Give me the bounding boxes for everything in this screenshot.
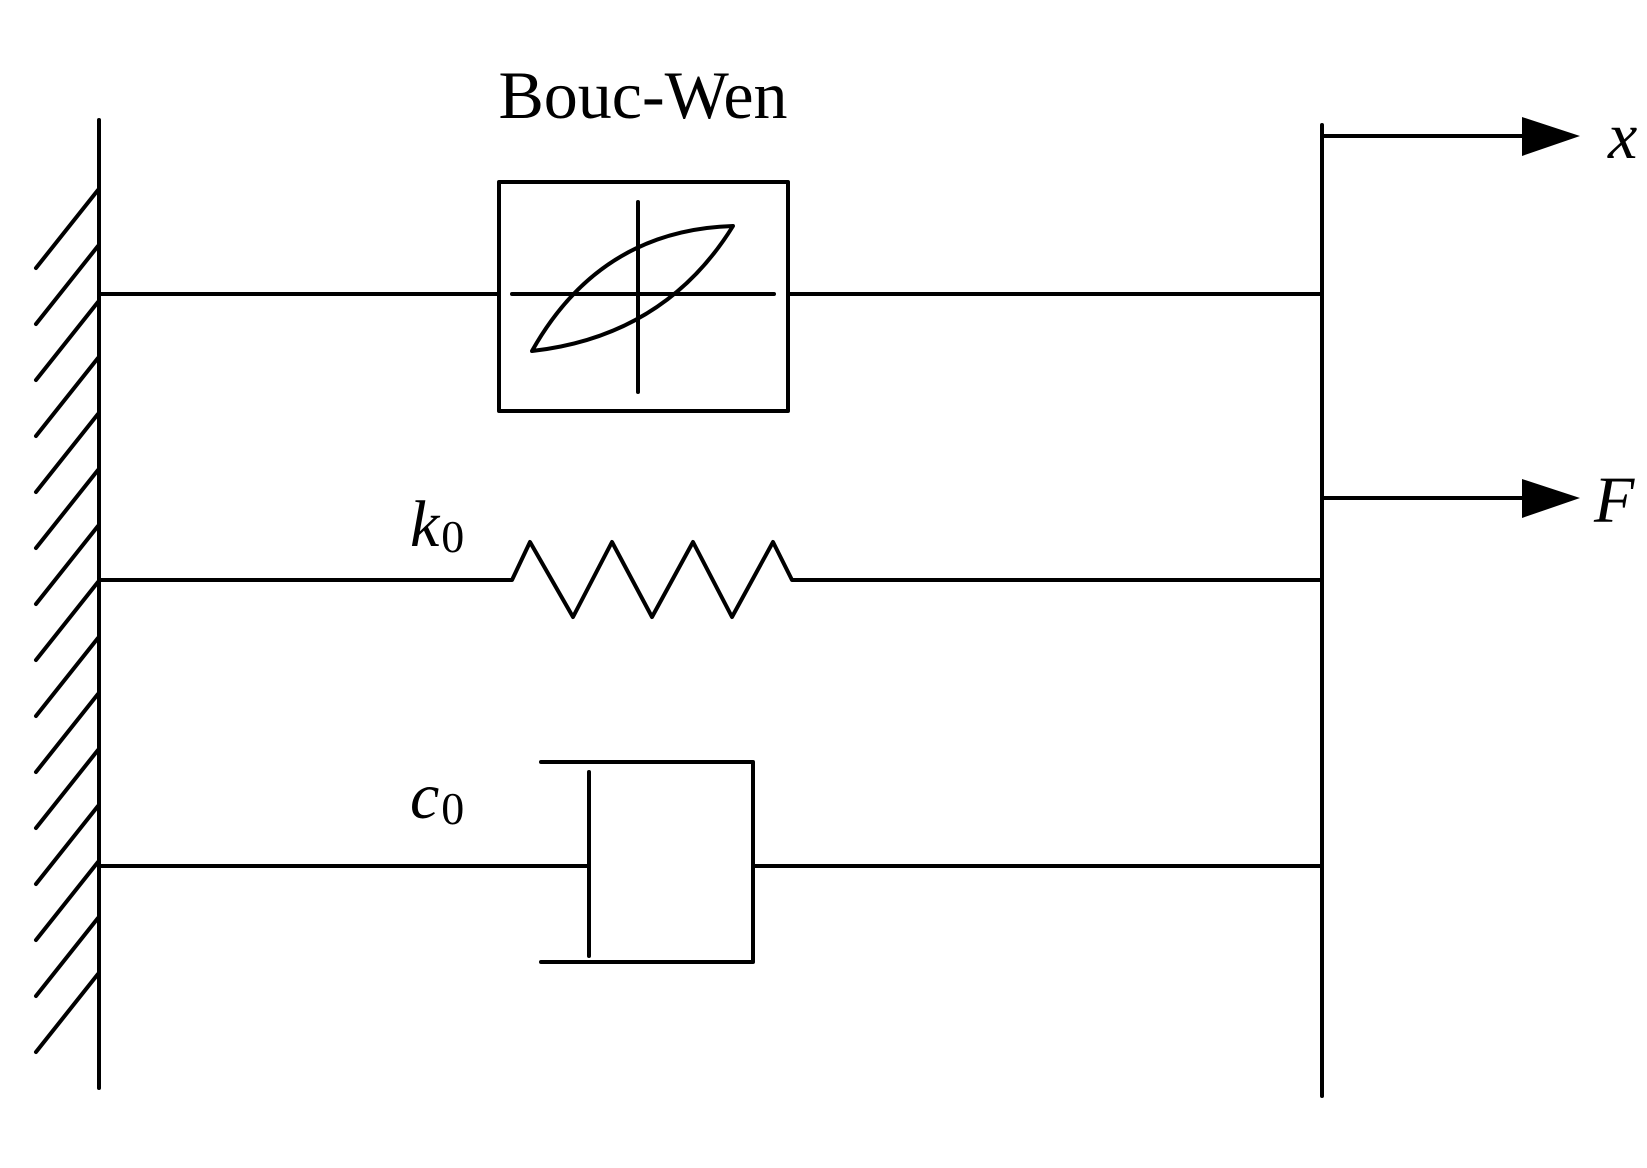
displacement-arrow-head: [1522, 117, 1580, 156]
wall-hatch-line: [34, 468, 100, 550]
spring-subscript: 0: [441, 511, 464, 562]
wall-hatch-line: [34, 412, 100, 494]
spring-zigzag: [97, 540, 1324, 619]
wall-hatch-line: [34, 356, 100, 438]
spring-label: k0: [410, 488, 464, 562]
hysteresis-loop-icon: [530, 224, 735, 353]
spring-branch: k0: [97, 488, 1324, 619]
displacement-symbol: x: [1607, 100, 1637, 173]
wall-hatch-line: [34, 748, 100, 830]
wall-hatch-line: [34, 804, 100, 886]
damper-cylinder: [539, 760, 755, 964]
wall-hatch-line: [34, 300, 100, 382]
spring-symbol: k: [410, 488, 441, 561]
displacement-output: x: [1320, 100, 1637, 173]
wall-hatch-line: [34, 692, 100, 774]
bouc-wen-box: [497, 180, 790, 413]
fixed-wall: [34, 118, 101, 1090]
force-symbol: F: [1593, 464, 1635, 537]
bouc-wen-label: Bouc-Wen: [498, 57, 787, 133]
wall-hatch-line: [34, 916, 100, 998]
damper-symbol: c: [410, 760, 439, 833]
wall-hatch-line: [34, 244, 100, 326]
damper-label: c0: [410, 760, 464, 834]
wall-hatch-line: [34, 188, 100, 270]
wall-hatching: [34, 188, 100, 1054]
bouc-wen-branch: Bouc-Wen: [97, 57, 1324, 413]
wall-hatch-line: [34, 636, 100, 718]
force-arrow-head: [1522, 479, 1580, 518]
damper-subscript: 0: [441, 783, 464, 834]
wall-hatch-line: [34, 860, 100, 942]
damper-branch: c0: [97, 760, 1324, 964]
wall-hatch-line: [34, 972, 100, 1054]
force-output: F: [1320, 464, 1635, 537]
wall-hatch-line: [34, 580, 100, 662]
wall-hatch-line: [34, 524, 100, 606]
